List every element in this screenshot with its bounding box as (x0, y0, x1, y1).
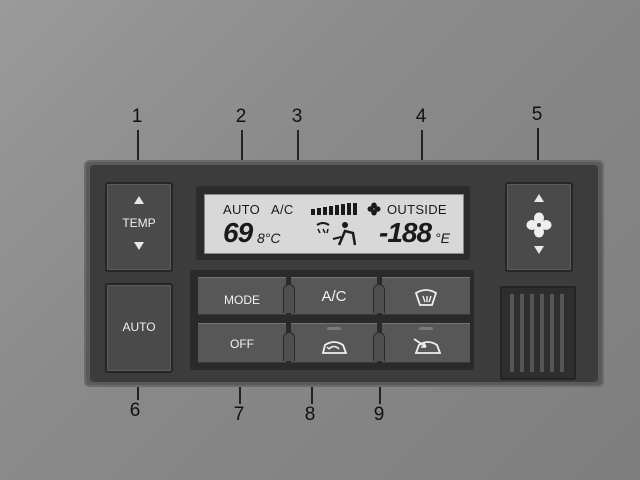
lcd-fan-icon (367, 202, 381, 216)
button-divider (373, 332, 385, 361)
fan-icon (526, 212, 552, 238)
triangle-down-icon (534, 246, 544, 254)
airflow-mode-icon (316, 222, 357, 246)
fan-bar-2 (317, 208, 321, 215)
callout-4: 4 (415, 106, 427, 127)
vent-slat (560, 294, 564, 372)
callout-6: 6 (129, 400, 141, 421)
off-button-label: OFF (230, 337, 254, 351)
vent-slat (520, 294, 524, 372)
fan-bar-1 (311, 209, 315, 215)
fan-bar-8 (353, 203, 357, 215)
callout-1: 1 (131, 106, 143, 127)
inside-temperature-unit: 8°C (257, 230, 281, 246)
fan-bar-7 (347, 203, 351, 215)
off-button[interactable]: OFF (197, 322, 287, 364)
windshield-defrost-icon (414, 289, 438, 306)
recirculation-button[interactable] (290, 322, 378, 364)
ac-button-label: A/C (321, 288, 347, 305)
fan-speed-button[interactable] (505, 182, 573, 272)
button-divider (283, 284, 295, 313)
triangle-down-icon (134, 242, 144, 250)
triangle-up-icon (534, 194, 544, 202)
air-recirculation-icon (321, 341, 348, 354)
lcd-screen: AUTO A/C OUTSIDE 69 8°C -188 °E (204, 194, 464, 254)
air-vent-grille (500, 286, 576, 380)
leader-line-1 (137, 130, 139, 178)
callout-9: 9 (373, 404, 385, 425)
outside-temperature-unit: °E (435, 230, 450, 246)
auto-button-label: AUTO (122, 320, 156, 334)
callout-5: 5 (531, 104, 543, 125)
mode-button-label: MODE (224, 293, 260, 307)
fresh-air-intake-icon (413, 338, 442, 354)
temp-button-label: TEMP (122, 216, 156, 230)
auto-button[interactable]: AUTO (105, 283, 173, 373)
ac-button[interactable]: A/C (290, 276, 378, 316)
callout-2: 2 (235, 106, 247, 127)
callout-8: 8 (304, 404, 316, 425)
fan-bar-6 (341, 204, 345, 215)
bleed-through-text (240, 2, 244, 23)
inside-temperature: 69 (223, 217, 253, 248)
fresh-air-led (419, 327, 433, 330)
temp-button[interactable]: TEMP (105, 182, 173, 272)
recirculation-led (327, 327, 341, 330)
vent-slat (540, 294, 544, 372)
triangle-up-icon (134, 196, 144, 204)
fan-bar-5 (335, 205, 339, 215)
leader-line-9-stem (379, 383, 381, 404)
mode-button[interactable]: MODE (197, 276, 287, 316)
defrost-button[interactable] (381, 276, 471, 316)
outside-temperature: -188 (379, 217, 432, 248)
fan-bar-4 (329, 206, 333, 215)
lcd-ac-indicator: A/C (271, 202, 294, 217)
vent-slat (530, 294, 534, 372)
button-divider (283, 332, 295, 361)
fresh-air-button[interactable] (381, 322, 471, 364)
lcd-outside-indicator: OUTSIDE (387, 202, 447, 217)
button-divider (373, 284, 385, 313)
fan-speed-bars (311, 203, 365, 215)
leader-line-5 (537, 128, 539, 182)
callout-3: 3 (291, 106, 303, 127)
vent-slat (550, 294, 554, 372)
lcd-auto-indicator: AUTO (223, 202, 261, 217)
fan-bar-3 (323, 207, 327, 215)
callout-7: 7 (233, 404, 245, 425)
vent-slat (510, 294, 514, 372)
